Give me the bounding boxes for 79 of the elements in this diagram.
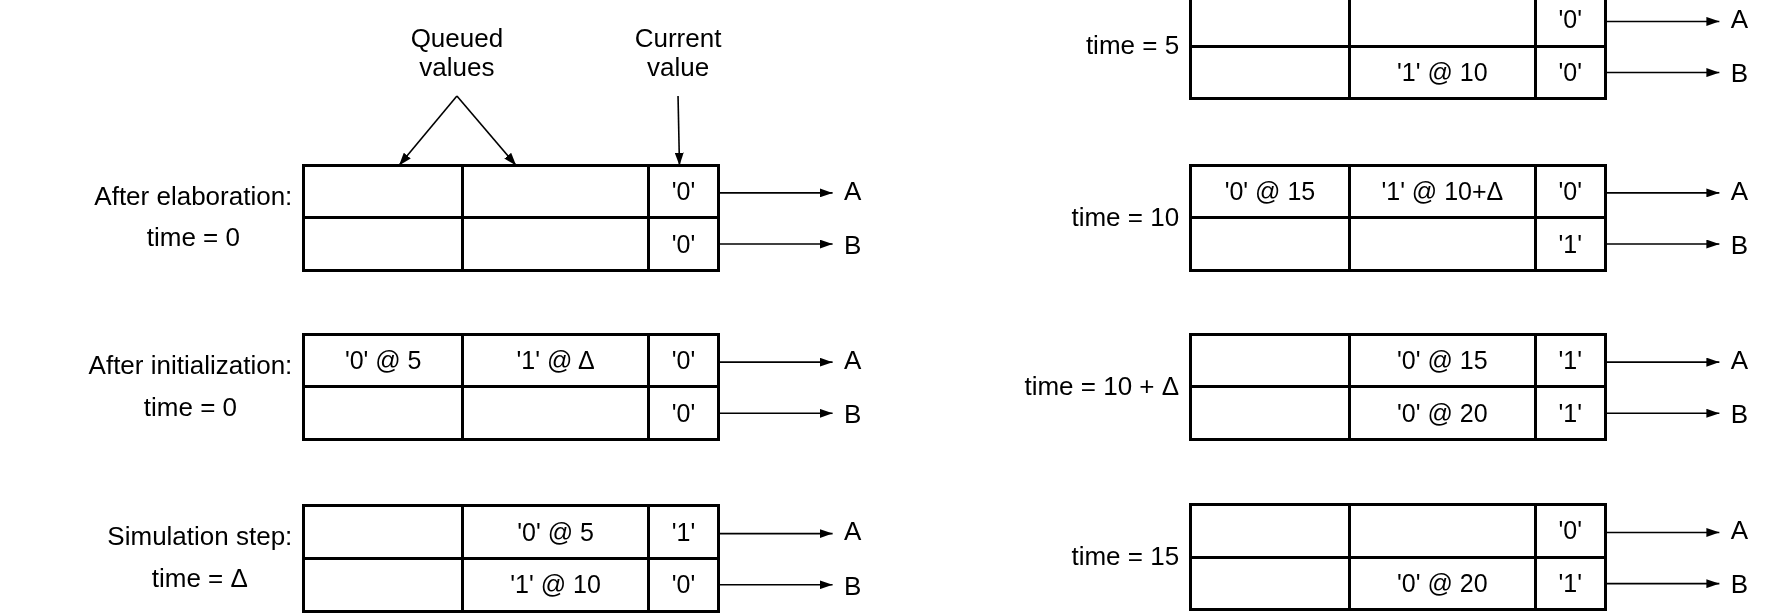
annotation-label: Current value [613,23,744,82]
step-label: Simulation step: [107,520,293,554]
table-cell: '1' @ 10+Δ [1350,166,1537,220]
table-cell [1192,506,1351,559]
table-cell: '0' @ 15 [1192,166,1351,220]
table-cell: '1' [1536,388,1604,439]
arrow [1605,239,1721,249]
arrow [1605,188,1721,198]
arrow [718,408,834,418]
table-cell: '1' @ Δ [464,335,651,389]
table-cell: '0' @ 20 [1350,388,1537,439]
arrow [1605,408,1721,418]
table-cell: '1' [1536,558,1604,609]
table-cell: '0' [1536,0,1604,48]
signal-label: B [843,231,862,258]
arrow [1605,528,1721,537]
table-cell: '1' [1536,335,1604,389]
table-cell: '0' @ 5 [305,335,465,389]
arrow [1605,16,1721,26]
table-cell: '0' @ 20 [1350,558,1537,609]
table-cell: '1' [1536,219,1604,269]
signal-label: A [1730,517,1748,544]
table-cell: '1' @ 10 [1350,47,1537,98]
queue-table [1189,332,1607,442]
table-cell: '1' [650,507,717,560]
table-cell [305,507,465,560]
table-cell: '0' @ 5 [464,507,651,560]
table-cell [305,166,465,220]
signal-label: B [1730,60,1748,87]
annotation-label: Queued values [391,23,522,82]
queue-table [302,504,720,613]
signal-label: A [843,518,862,545]
signal-label: A [1730,177,1748,204]
step-label: After elaboration: [94,180,293,214]
arrow [1605,579,1721,589]
table-cell: '1' @ 10 [464,559,651,610]
table-cell: '0' [650,559,717,610]
table-cell: '0' [1536,506,1604,559]
queue-table [1189,0,1607,101]
signal-label: B [1730,231,1748,258]
table-cell: '0' @ 15 [1350,335,1537,389]
table-cell [1350,506,1537,559]
arrow [1605,357,1721,367]
signal-label: B [843,572,862,599]
step-label: time = Δ [150,562,249,596]
arrow [718,580,834,590]
arrow [718,529,834,539]
table-cell [1350,0,1537,48]
queue-table [1189,503,1607,612]
table-cell: '0' [650,388,717,439]
table-cell: '0' [650,219,717,269]
table-cell: '0' [1536,166,1604,220]
step-label: time = 0 [142,390,239,424]
signal-label: A [1730,6,1748,33]
signal-label: A [843,346,862,373]
signal-label: A [843,177,862,204]
arrow [718,188,834,198]
signal-label: B [843,401,862,428]
step-label: time = 0 [145,221,241,255]
table-cell [1192,0,1351,48]
table-cell [1192,335,1351,389]
queue-table [302,332,720,442]
queue-table [1189,163,1607,272]
arrow [718,357,834,367]
table-cell: '0' [650,335,717,389]
queue-table [302,163,720,272]
signal-label: B [1730,571,1748,598]
arrow [718,239,834,249]
step-label: time = 5 [1085,29,1180,63]
table-cell: '0' [650,166,717,220]
arrow [1605,68,1721,78]
step-label: time = 15 [1071,540,1180,574]
step-label: After initialization: [88,349,293,383]
step-label: time = 10 [1071,200,1180,234]
signal-label: B [1730,401,1748,428]
step-label: time = 10 + Δ [1024,370,1180,404]
table-cell: '0' [1536,47,1604,98]
signal-label: A [1730,346,1748,373]
table-cell [464,166,651,220]
